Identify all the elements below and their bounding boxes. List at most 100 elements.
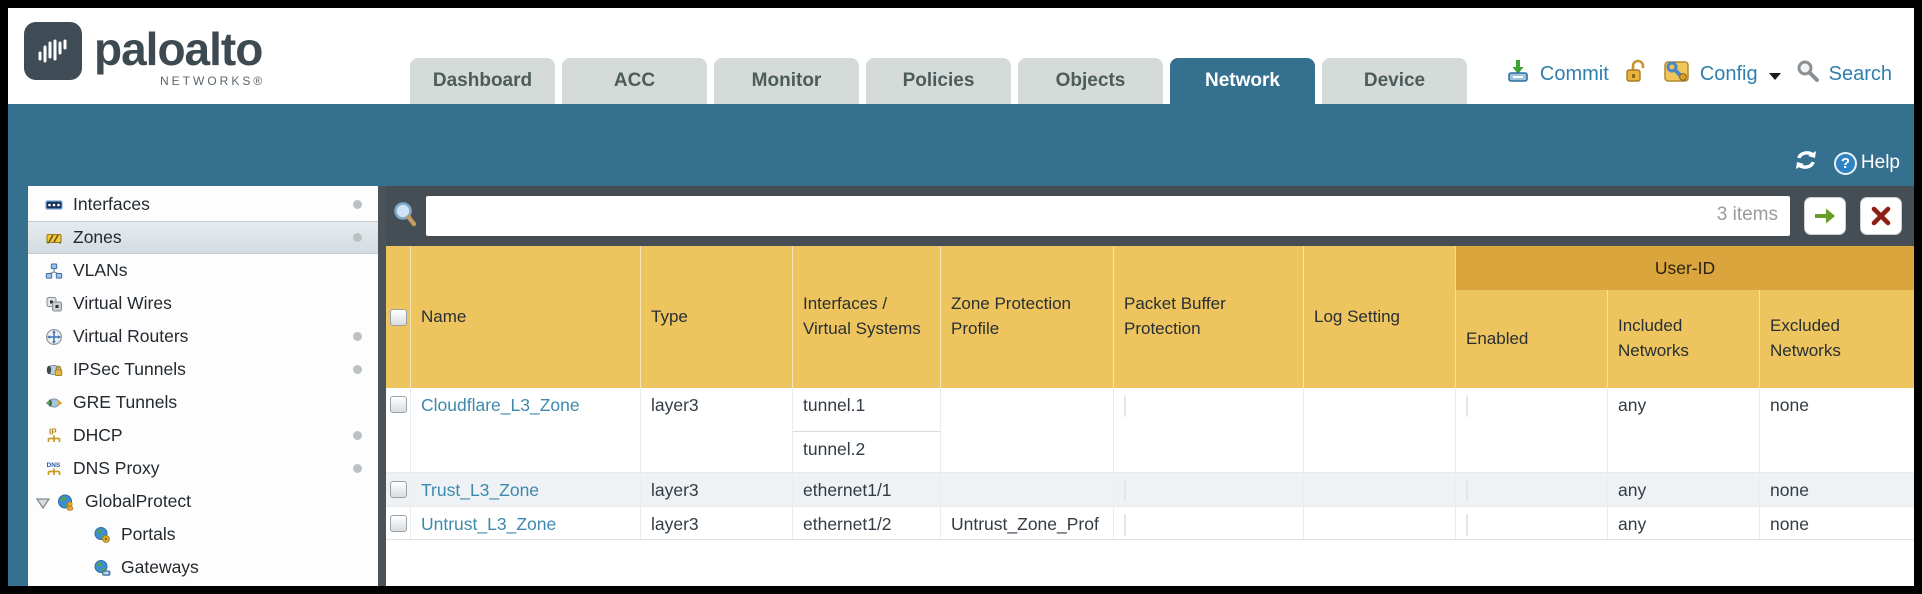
zone-type-cell: layer3 xyxy=(640,388,792,472)
zone-interfaces-cell: ethernet1/1 xyxy=(792,473,940,506)
sidebar-item-label: VLANs xyxy=(73,260,128,280)
svg-text:DNS: DNS xyxy=(47,462,61,469)
zone-interfaces-cell: ethernet1/2 xyxy=(792,507,940,539)
sidebar-item-gateways[interactable]: Gateways xyxy=(28,551,378,584)
tab-network[interactable]: Network xyxy=(1170,58,1315,104)
zone-protection-profile-cell xyxy=(940,388,1113,472)
green-arrow-icon xyxy=(1815,208,1835,224)
col-header-enabled[interactable]: Enabled xyxy=(1455,290,1607,388)
sub-header-band: ? Help xyxy=(8,104,1914,186)
interface-entry: tunnel.2 xyxy=(803,439,866,459)
select-all-checkbox[interactable] xyxy=(389,308,407,326)
sidebar-item-label: Virtual Routers xyxy=(73,326,189,346)
top-bar: paloalto NETWORKS® Dashboard ACC Monitor… xyxy=(8,8,1914,104)
filter-magnifier-icon xyxy=(392,200,418,233)
config-button[interactable]: Config xyxy=(1699,62,1758,85)
zones-table-header: Name Type Interfaces / Virtual Systems Z… xyxy=(386,246,1914,388)
col-header-packet-buffer-protection[interactable]: Packet Buffer Protection xyxy=(1113,246,1303,388)
zone-name-link[interactable]: Untrust_L3_Zone xyxy=(421,514,557,534)
tab-objects[interactable]: Objects xyxy=(1018,58,1163,104)
filter-input[interactable] xyxy=(426,196,1790,236)
left-gutter xyxy=(8,186,28,586)
filter-bar: 3 items xyxy=(386,186,1914,246)
help-button[interactable]: ? Help xyxy=(1833,151,1900,175)
col-header-name[interactable]: Name xyxy=(410,246,640,388)
search-button[interactable]: Search xyxy=(1828,62,1892,85)
row-checkbox[interactable] xyxy=(389,515,407,532)
log-setting-cell xyxy=(1303,507,1455,539)
sidebar-item-dhcp[interactable]: IP DHCP xyxy=(28,419,378,452)
sidebar-item-label: DHCP xyxy=(73,425,123,445)
sidebar-item-label: Portals xyxy=(121,524,176,544)
col-header-zone-protection-profile[interactable]: Zone Protection Profile xyxy=(940,246,1113,388)
ipsec-tunnels-icon xyxy=(44,361,64,379)
sidebar-item-vlans[interactable]: VLANs xyxy=(28,254,378,287)
included-networks-cell: any xyxy=(1607,507,1759,539)
tab-monitor[interactable]: Monitor xyxy=(714,58,859,104)
sidebar-item-dns-proxy[interactable]: DNS DNS Proxy xyxy=(28,452,378,485)
row-checkbox[interactable] xyxy=(389,481,407,498)
packet-buffer-protection-checkbox[interactable] xyxy=(1124,480,1126,502)
firewall-admin-ui: paloalto NETWORKS® Dashboard ACC Monitor… xyxy=(8,8,1914,586)
sidebar-item-label: GRE Tunnels xyxy=(73,392,178,412)
included-networks-cell: any xyxy=(1607,473,1759,506)
status-dot xyxy=(353,200,362,209)
user-id-group-header: User-ID xyxy=(1455,246,1914,290)
packet-buffer-protection-checkbox[interactable] xyxy=(1124,514,1126,536)
user-id-enabled-checkbox[interactable] xyxy=(1466,480,1468,502)
lock-icon[interactable] xyxy=(1624,58,1648,90)
tab-acc[interactable]: ACC xyxy=(562,58,707,104)
sidebar-main-divider xyxy=(378,186,386,586)
col-header-interfaces[interactable]: Interfaces / Virtual Systems xyxy=(792,246,940,388)
brand-sub-label: NETWORKS® xyxy=(160,74,266,88)
config-dropdown-caret-icon[interactable] xyxy=(1768,72,1781,80)
sidebar-item-interfaces[interactable]: Interfaces xyxy=(28,188,378,221)
sidebar-item-virtual-wires[interactable]: Virtual Wires xyxy=(28,287,378,320)
col-header-excluded-networks[interactable]: Excluded Networks xyxy=(1759,290,1914,388)
sidebar-item-label: IPSec Tunnels xyxy=(73,359,186,379)
globalprotect-icon xyxy=(56,493,76,511)
portals-icon xyxy=(92,526,112,544)
paloalto-logo-icon xyxy=(24,22,82,80)
row-checkbox[interactable] xyxy=(389,396,407,413)
tab-dashboard[interactable]: Dashboard xyxy=(410,58,555,104)
clear-filter-button[interactable] xyxy=(1860,197,1902,235)
zones-main-panel: 3 items xyxy=(386,186,1914,586)
sidebar-item-portals[interactable]: Portals xyxy=(28,518,378,551)
refresh-icon[interactable] xyxy=(1792,148,1820,178)
collapse-triangle-icon[interactable] xyxy=(34,495,52,509)
utility-links: Commit Config xyxy=(1505,58,1892,90)
tab-policies[interactable]: Policies xyxy=(866,58,1011,104)
sidebar-item-globalprotect[interactable]: GlobalProtect xyxy=(28,485,378,518)
user-id-enabled-checkbox[interactable] xyxy=(1466,514,1468,536)
zone-name-link[interactable]: Trust_L3_Zone xyxy=(421,480,540,500)
sidebar-item-zones[interactable]: Zones xyxy=(28,221,378,254)
col-header-log-setting[interactable]: Log Setting xyxy=(1303,246,1455,388)
col-header-type[interactable]: Type xyxy=(640,246,792,388)
apply-filter-button[interactable] xyxy=(1804,197,1846,235)
red-x-icon xyxy=(1871,206,1891,226)
log-setting-cell xyxy=(1303,473,1455,506)
status-dot xyxy=(353,365,362,374)
content-area: Interfaces Zones VLANs Vir xyxy=(8,186,1914,586)
svg-text:IP: IP xyxy=(49,427,57,436)
item-count-label: 3 items xyxy=(1716,204,1778,225)
zone-name-link[interactable]: Cloudflare_L3_Zone xyxy=(421,395,580,415)
excluded-networks-cell: none xyxy=(1759,507,1914,539)
sidebar-item-ipsec-tunnels[interactable]: IPSec Tunnels xyxy=(28,353,378,386)
included-networks-cell: any xyxy=(1607,388,1759,472)
packet-buffer-protection-checkbox[interactable] xyxy=(1124,395,1126,417)
table-row: Cloudflare_L3_Zone layer3 tunnel.1 tunne… xyxy=(386,388,1914,472)
status-dot xyxy=(353,464,362,473)
commit-button[interactable]: Commit xyxy=(1539,62,1609,85)
sidebar-item-gre-tunnels[interactable]: GRE Tunnels xyxy=(28,386,378,419)
help-icon: ? xyxy=(1833,151,1857,175)
brand-wordmark: paloalto xyxy=(94,23,263,75)
col-header-included-networks[interactable]: Included Networks xyxy=(1607,290,1759,388)
sidebar-item-label: Virtual Wires xyxy=(73,293,172,313)
user-id-enabled-checkbox[interactable] xyxy=(1466,395,1468,417)
tab-device[interactable]: Device xyxy=(1322,58,1467,104)
virtual-wires-icon xyxy=(44,295,64,313)
sidebar-item-virtual-routers[interactable]: Virtual Routers xyxy=(28,320,378,353)
